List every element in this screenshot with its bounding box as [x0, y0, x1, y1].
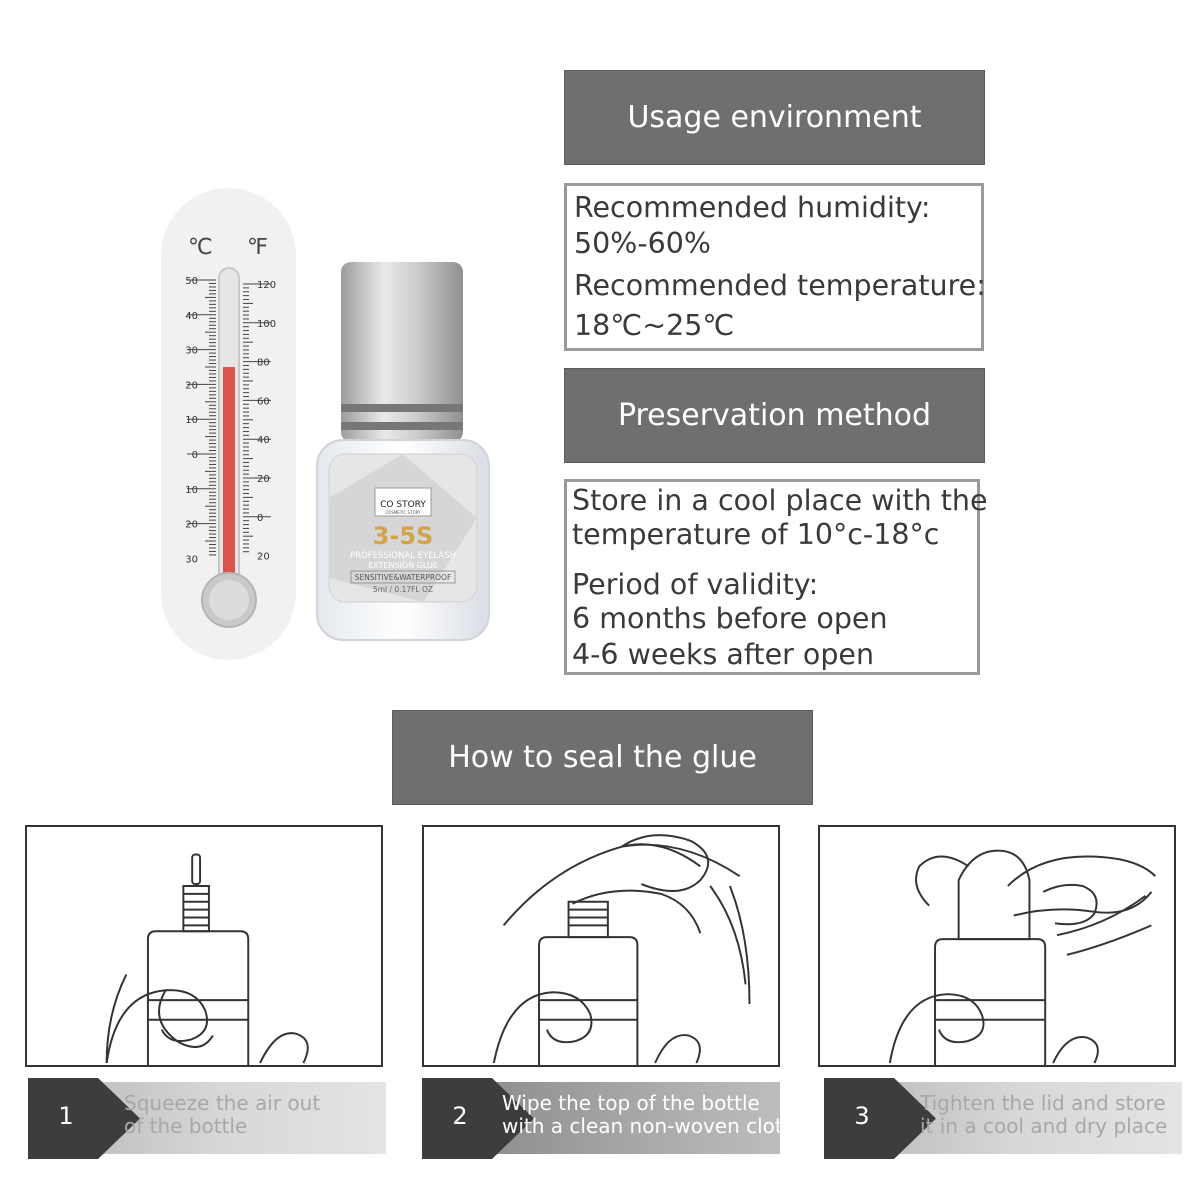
- validity-after-open: 4-6 weeks after open: [572, 638, 875, 671]
- humidity-label: Recommended humidity:: [574, 191, 931, 224]
- preservation-line-1: Store in a cool place with the: [572, 484, 988, 517]
- cap-ring-bottom: [341, 422, 463, 430]
- bottle-model: 3-5S: [373, 522, 434, 550]
- step-3-arrow: [824, 1078, 936, 1159]
- step-3-line-2: it in a cool and dry place: [920, 1114, 1168, 1138]
- celsius-tick-label: 50: [185, 276, 198, 287]
- glue-bottle-graphic: CO STORY COSMETIC STORY 3-5S PROFESSIONA…: [316, 262, 490, 641]
- step-3-caption: 3 Tighten the lid and store it in a cool…: [824, 1078, 1182, 1159]
- bottle-name-line1: PROFESSIONAL EYELASH: [350, 551, 456, 561]
- cap-ring-top: [341, 404, 463, 412]
- label-facet: [329, 454, 477, 602]
- step-2-caption: 2 Wipe the top of the bottle with a clea…: [422, 1078, 795, 1159]
- celsius-tick-label: 30: [185, 346, 198, 357]
- step-2-number: 2: [452, 1102, 468, 1130]
- fahrenheit-unit: ℉: [247, 235, 268, 260]
- how-to-seal-header: How to seal the glue: [392, 710, 813, 805]
- step-1-text: Squeeze the air out of the bottle: [124, 1092, 320, 1138]
- fahrenheit-tick-label: 0: [257, 513, 263, 524]
- usage-environment-title: Usage environment: [627, 100, 922, 135]
- step-2-text: Wipe the top of the bottle with a clean …: [502, 1092, 795, 1138]
- tighten-lid-drawing: [888, 849, 1157, 1065]
- celsius-tick-label: 20: [185, 520, 198, 531]
- step-2-arrow: [422, 1078, 534, 1159]
- celsius-tick-label: 0: [192, 450, 198, 461]
- glue-bottle: CO STORY COSMETIC STORY 3-5S PROFESSIONA…: [313, 258, 493, 648]
- bottle-brand: CO STORY: [380, 500, 426, 510]
- step-1-line-2: of the bottle: [124, 1114, 248, 1138]
- validity-label: Period of validity:: [572, 568, 819, 601]
- fahrenheit-tick-label: 80: [257, 358, 270, 369]
- step-3-number: 3: [854, 1102, 870, 1130]
- squeeze-bottle-drawing: [105, 853, 309, 1065]
- fahrenheit-tick-label: 60: [257, 396, 270, 407]
- preservation-line-2: temperature of 10°c-18°c: [572, 518, 940, 551]
- bulb-highlight: [209, 580, 249, 620]
- step-3-text: Tighten the lid and store it in a cool a…: [920, 1092, 1167, 1138]
- celsius-tick-label: 10: [185, 485, 198, 496]
- celsius-tick-label: 30: [185, 554, 198, 565]
- fahrenheit-tick-label: 20: [257, 552, 270, 563]
- bottle-brand-sub: COSMETIC STORY: [385, 510, 421, 515]
- preservation-method-header: Preservation method: [564, 368, 985, 463]
- humidity-value: 50%-60%: [574, 227, 711, 260]
- step-3-illustration: [818, 825, 1176, 1067]
- bottle-name-line2: EXTENSION GLUE: [368, 561, 438, 570]
- temperature-label: Recommended temperature:: [574, 269, 986, 302]
- mercury-column: [223, 367, 235, 588]
- step-1-caption: 1 Squeeze the air out of the bottle: [28, 1078, 386, 1159]
- step-3-line-1: Tighten the lid and store: [920, 1091, 1166, 1115]
- preservation-method-title: Preservation method: [617, 398, 932, 433]
- usage-environment-box: Recommended humidity: 50%-60% Recommende…: [564, 183, 986, 351]
- fahrenheit-tick-label: 40: [257, 435, 270, 446]
- celsius-unit: ℃: [188, 235, 213, 260]
- brand-badge: [374, 487, 432, 517]
- celsius-tick-label: 20: [185, 380, 198, 391]
- step-1-illustration: [25, 825, 383, 1067]
- tagline-box: [350, 570, 456, 584]
- step-2-line-2: with a clean non-woven cloth: [502, 1114, 796, 1138]
- bottle-tagline: SENSITIVE&WATERPROOF: [355, 573, 452, 582]
- fahrenheit-tick-label: 20: [257, 474, 270, 485]
- bottle-cap: [341, 262, 463, 442]
- temperature-value: 18℃~25℃: [574, 309, 735, 342]
- preservation-method-box: Store in a cool place with the temperatu…: [564, 479, 988, 675]
- how-to-seal-title: How to seal the glue: [448, 740, 757, 775]
- step-2-line-1: Wipe the top of the bottle: [502, 1091, 760, 1115]
- celsius-tick-label: 10: [185, 415, 198, 426]
- wipe-bottle-drawing: [492, 834, 751, 1065]
- step-2-illustration: [422, 825, 780, 1067]
- fahrenheit-tick-label: 120: [257, 280, 276, 291]
- step-1-line-1: Squeeze the air out: [124, 1091, 321, 1115]
- validity-before-open: 6 months before open: [572, 602, 888, 635]
- usage-environment-header: Usage environment: [564, 70, 985, 165]
- celsius-tick-label: 40: [185, 311, 198, 322]
- bottle-volume: 5ml / 0.17FL OZ: [373, 585, 433, 594]
- fahrenheit-tick-label: 100: [257, 319, 276, 330]
- step-1-number: 1: [58, 1102, 74, 1130]
- step-1-arrow: [28, 1078, 140, 1159]
